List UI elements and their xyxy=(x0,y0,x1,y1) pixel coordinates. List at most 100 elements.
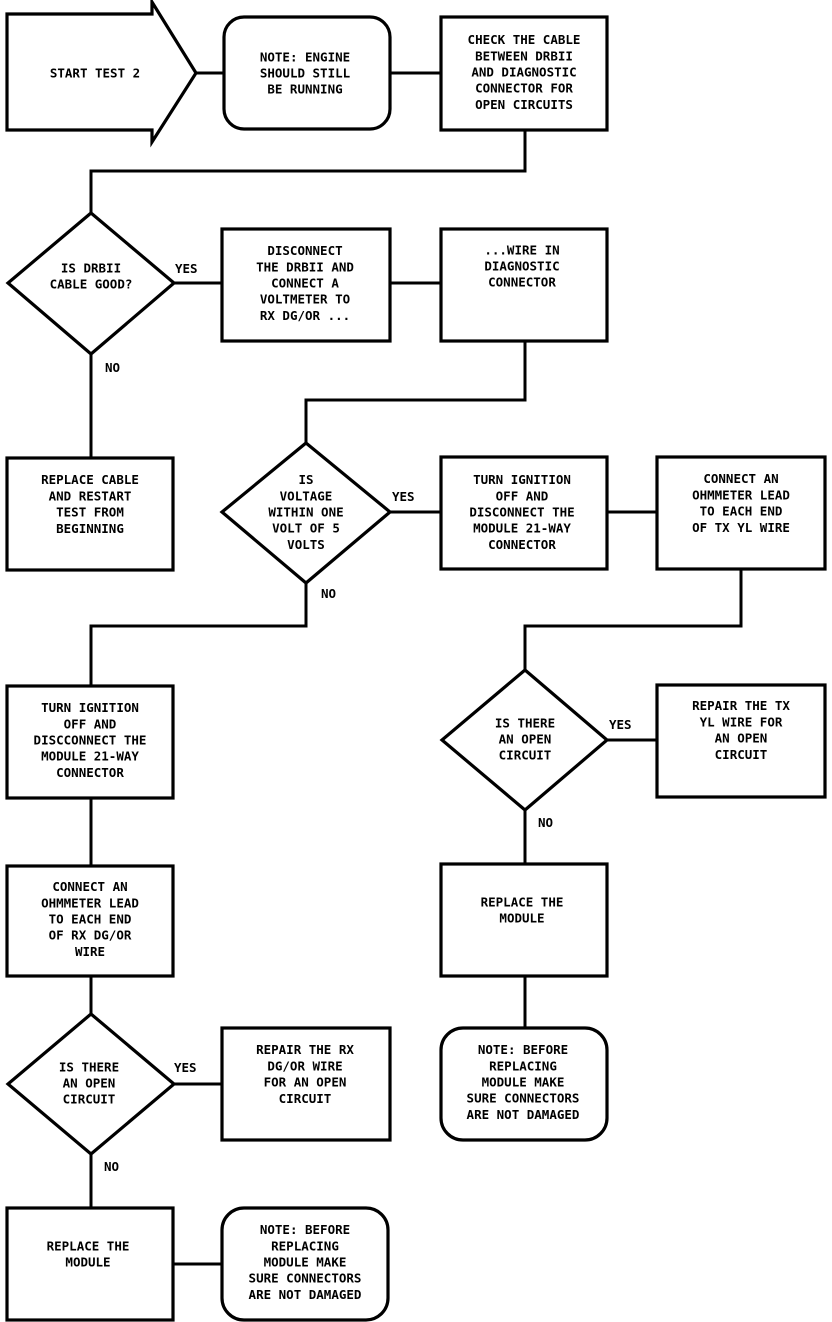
replace-cable-line: AND RESTART xyxy=(49,488,132,503)
voltage-no-label: NO xyxy=(321,586,336,601)
turn-off-right-line: DISCONNECT THE xyxy=(469,505,574,520)
is-voltage-line: VOLTS xyxy=(287,537,325,552)
turn-off-left-line: CONNECTOR xyxy=(56,765,124,780)
ohm-tx-shape xyxy=(655,455,827,571)
disconnect-drb-line: CONNECT A xyxy=(271,276,339,291)
replace-right-shape xyxy=(439,862,609,978)
turn-off-left-shape xyxy=(5,684,175,800)
open-left-no-label: NO xyxy=(104,1159,119,1174)
connector-check-cable-decision xyxy=(89,130,527,213)
turn-off-right-line: MODULE 21-WAY xyxy=(473,521,571,536)
is-open-left-line: AN OPEN xyxy=(63,1076,116,1091)
voltage-yes-label: YES xyxy=(392,489,415,504)
connectors xyxy=(89,71,743,1266)
repair-rx-line: REPAIR THE RX xyxy=(256,1042,354,1057)
ohm-rx-shape xyxy=(5,864,175,978)
ohm-rx-line: TO EACH END xyxy=(49,912,132,927)
turn-off-right-line: CONNECTOR xyxy=(488,537,556,552)
is-voltage-line: VOLTAGE xyxy=(280,488,333,503)
cable-no-label: NO xyxy=(105,360,120,375)
is-open-left-line: CIRCUIT xyxy=(63,1092,116,1107)
is-open-right-shape xyxy=(439,667,610,813)
repair-rx-line: FOR AN OPEN xyxy=(264,1075,347,1090)
repair-tx-line: CIRCUIT xyxy=(715,747,768,762)
note-right-line: NOTE: BEFORE xyxy=(478,1042,568,1057)
is-open-right-line: IS THERE xyxy=(495,715,555,730)
check-cable-shape xyxy=(439,15,609,132)
note-left-line: NOTE: BEFORE xyxy=(260,1222,350,1237)
is-cable-good-line: IS DRBII xyxy=(61,260,121,275)
note-left-line: ARE NOT DAMAGED xyxy=(249,1287,362,1302)
note-left-line: MODULE MAKE xyxy=(264,1255,347,1270)
ohm-tx-line: TO EACH END xyxy=(700,504,783,519)
is-open-left-line: IS THERE xyxy=(59,1059,119,1074)
is-open-right-line: CIRCUIT xyxy=(499,748,552,763)
check-cable-line: OPEN CIRCUITS xyxy=(475,97,573,112)
is-open-right-line: AN OPEN xyxy=(499,732,552,747)
ohm-tx-line: OHMMETER LEAD xyxy=(692,487,790,502)
turn-off-left-line: TURN IGNITION xyxy=(41,700,139,715)
ohm-rx-line: OF RX DG/OR xyxy=(49,928,132,943)
replace-cable-shape xyxy=(5,456,175,572)
check-cable-line: CONNECTOR FOR xyxy=(475,81,573,96)
note-engine-line: SHOULD STILL xyxy=(260,66,351,81)
connector-wire-voltage xyxy=(304,341,527,443)
note-left-line: REPLACING xyxy=(271,1238,339,1253)
ohm-rx-line: WIRE xyxy=(75,944,105,959)
repair-rx-shape xyxy=(220,1026,392,1142)
note-right-line: MODULE MAKE xyxy=(482,1075,565,1090)
note-right-line: ARE NOT DAMAGED xyxy=(467,1107,580,1122)
connector-voltage-no xyxy=(89,583,308,686)
note-engine-line: NOTE: ENGINE xyxy=(260,49,350,64)
is-cable-good-label: IS DRBII CABLE GOOD? xyxy=(50,260,133,291)
disconnect-drb-line: THE DRBII AND xyxy=(256,259,354,274)
is-voltage-line: IS xyxy=(298,472,313,487)
replace-cable-line: REPLACE CABLE xyxy=(41,472,139,487)
replace-cable-line: TEST FROM xyxy=(56,505,124,520)
replace-right-line: MODULE xyxy=(499,911,544,926)
is-cable-good-line: CABLE GOOD? xyxy=(50,277,133,292)
turn-off-left-line: OFF AND xyxy=(64,716,117,731)
turn-off-right-line: TURN IGNITION xyxy=(473,472,571,487)
edge-labels: YES NO YES NO YES NO YES NO xyxy=(104,261,632,1174)
ohm-tx-line: CONNECT AN xyxy=(703,471,778,486)
is-voltage-line: WITHIN ONE xyxy=(268,505,343,520)
is-voltage-shape xyxy=(219,440,393,586)
repair-tx-line: AN OPEN xyxy=(715,731,768,746)
wire-in-diag-shape xyxy=(439,227,609,343)
is-cable-good-shape xyxy=(5,210,177,357)
shapes xyxy=(5,0,827,1322)
disconnect-drb-line: DISCONNECT xyxy=(267,243,342,258)
disconnect-drb-line: VOLTMETER TO xyxy=(260,292,350,307)
wire-in-diag-line: ...WIRE IN xyxy=(484,242,559,257)
cable-yes-label: YES xyxy=(175,261,198,276)
turn-off-right-shape xyxy=(439,455,609,571)
check-cable-line: BETWEEN DRBII xyxy=(475,48,573,63)
ohm-tx-line: OF TX YL WIRE xyxy=(692,520,790,535)
wire-in-diag-line: CONNECTOR xyxy=(488,275,556,290)
open-left-yes-label: YES xyxy=(174,1060,197,1075)
ohm-rx-line: CONNECT AN xyxy=(52,879,127,894)
note-right-line: REPLACING xyxy=(489,1058,557,1073)
repair-rx-line: DG/OR WIRE xyxy=(267,1058,342,1073)
repair-tx-line: REPAIR THE TX xyxy=(692,698,790,713)
start-label: START TEST 2 xyxy=(50,66,140,81)
turn-off-left-line: MODULE 21-WAY xyxy=(41,749,139,764)
open-right-no-label: NO xyxy=(538,815,553,830)
ohm-rx-line: OHMMETER LEAD xyxy=(41,895,139,910)
